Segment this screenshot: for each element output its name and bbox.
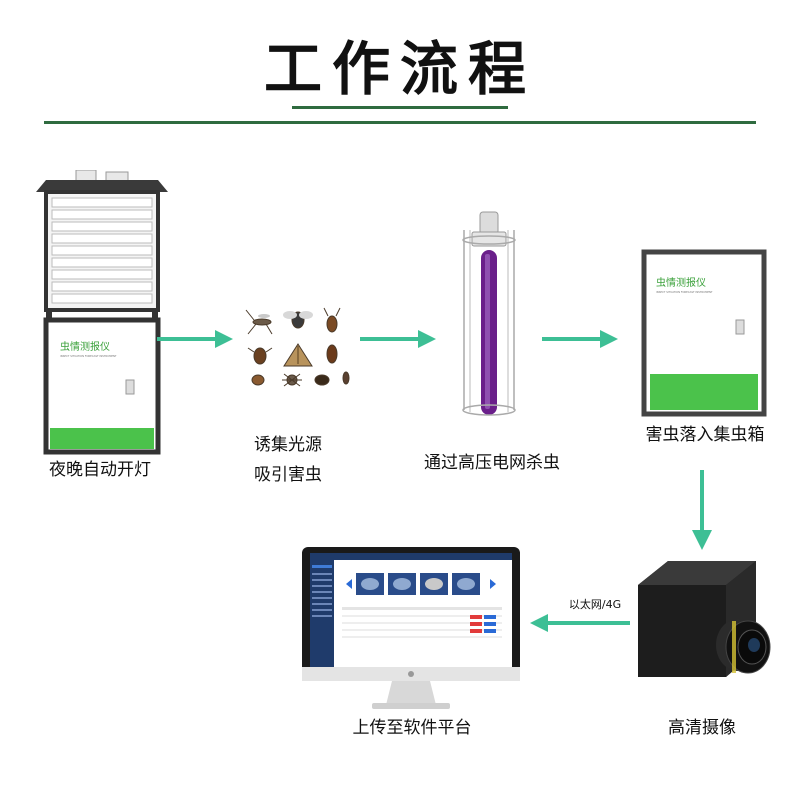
monitor-base — [372, 703, 450, 709]
device-green-band — [50, 428, 154, 449]
step-label-line: 吸引害虫 — [254, 465, 322, 485]
page-title: 工作流程 — [263, 35, 536, 103]
arrow-right-icon — [542, 330, 618, 348]
collection-box-image: 虫情测报仪 INSECT SITUATION FORECAST INSTRUME… — [641, 249, 767, 417]
step-label-upload-platform: 上传至软件平台 — [352, 718, 472, 738]
screen-image-thumbnails — [346, 573, 496, 595]
cockroach-icon — [323, 307, 341, 333]
step-label-collect-insects: 害虫落入集虫箱 — [645, 425, 765, 445]
collection-box-brand-label: 虫情测报仪 — [656, 276, 706, 289]
camera-image — [638, 561, 771, 677]
monitor-image — [302, 547, 520, 709]
collection-box-lock — [735, 319, 745, 335]
arrow-right-icon — [360, 330, 436, 348]
device-louvers — [51, 197, 153, 304]
screen-sidebar — [310, 560, 334, 667]
arrow-left-icon — [530, 614, 630, 632]
camera-lens — [716, 619, 771, 674]
lamp-ring — [462, 404, 516, 416]
title-underline — [292, 106, 508, 109]
beetle-icon — [314, 371, 350, 386]
mosquito-icon — [245, 309, 273, 335]
lamp-cap — [479, 211, 499, 235]
arrow-down-icon — [692, 470, 712, 550]
insect-forecast-device-image: 虫情测报仪 INSECT SITUATION FORECAST INSTRUME… — [36, 170, 168, 455]
step-label-hd-camera: 高清摄像 — [668, 718, 736, 738]
screen-table — [342, 607, 502, 638]
collection-box-brand-english: INSECT SITUATION FORECAST INSTRUMENT — [656, 290, 713, 294]
collection-box-green-band — [650, 374, 758, 410]
step-label-lure-light: 诱集光源 吸引害虫 — [218, 430, 358, 490]
device-brand-english: INSECT SITUATION FORECAST INSTRUMENT — [60, 354, 117, 358]
arrow-right-icon — [157, 330, 233, 348]
insects-image — [245, 307, 350, 387]
title-divider — [44, 121, 756, 124]
step-label-line: 诱集光源 — [254, 435, 322, 455]
device-brand-label: 虫情测报仪 — [60, 340, 110, 353]
connection-label: 以太网/4G — [568, 598, 622, 611]
bug-icon — [251, 374, 265, 386]
device-lock — [125, 379, 135, 395]
fly-icon — [283, 311, 313, 329]
beetle-icon — [247, 347, 273, 365]
uv-lamp-image — [462, 211, 516, 416]
step-label-night-light-on: 夜晚自动开灯 — [49, 460, 151, 480]
cockroach-icon — [326, 344, 338, 364]
moth-icon — [283, 343, 313, 367]
device-roof — [36, 180, 168, 192]
step-label-high-voltage-kill: 通过高压电网杀虫 — [424, 453, 560, 473]
monitor-stand — [386, 681, 436, 705]
spider-icon — [282, 373, 302, 387]
